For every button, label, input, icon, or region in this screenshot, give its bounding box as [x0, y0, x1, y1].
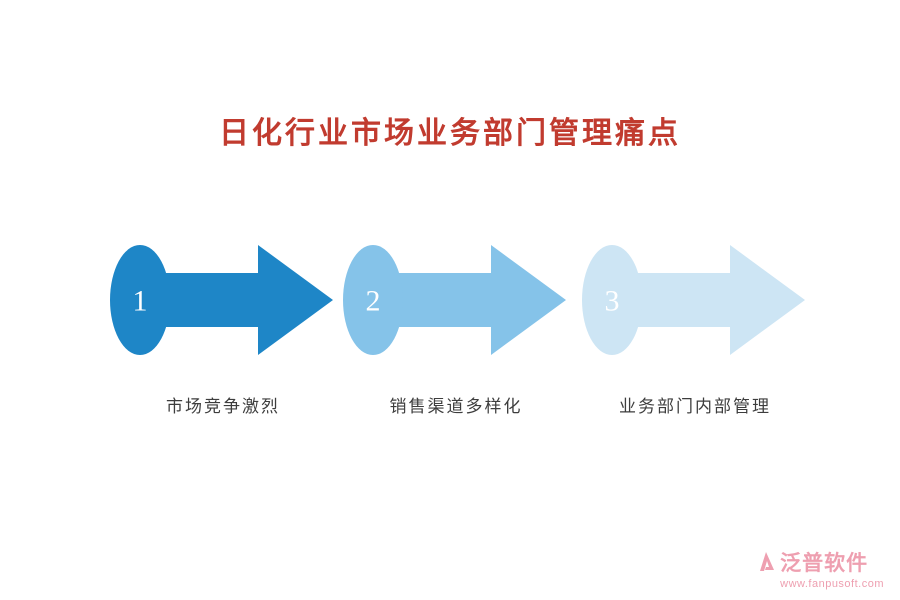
arrow-body-1 [140, 245, 333, 355]
brand-name: 泛普软件 [780, 551, 869, 575]
process-step-2: 2 销售渠道多样化 [341, 240, 571, 417]
arrow-shape-2: 2 [343, 245, 566, 355]
process-step-3: 3 业务部门内部管理 [580, 240, 810, 417]
step-circle-1 [110, 245, 170, 355]
step-number-1: 1 [133, 285, 148, 318]
brand-url: www.fanpusoft.com [780, 578, 884, 590]
step-label-3: 业务部门内部管理 [619, 397, 771, 416]
arrow-body-2 [373, 245, 566, 355]
arrow-shape-3: 3 [582, 245, 805, 355]
step-circle-2 [343, 245, 403, 355]
step-number-2: 2 [366, 285, 381, 318]
brand-footer: 泛普软件 www.fanpusoft.com [756, 547, 884, 590]
arrow-shape-1: 1 [110, 245, 333, 355]
arrow-body-3 [612, 245, 805, 355]
step-circle-3 [582, 245, 642, 355]
step-label-2: 销售渠道多样化 [389, 397, 523, 416]
step-label-1: 市场竞争激烈 [166, 397, 280, 416]
diagram-title: 日化行业市场业务部门管理痛点 [219, 117, 681, 150]
step-number-3: 3 [605, 285, 620, 318]
process-step-1: 1 市场竞争激烈 [108, 240, 338, 417]
fanpu-logo-icon [760, 552, 775, 571]
